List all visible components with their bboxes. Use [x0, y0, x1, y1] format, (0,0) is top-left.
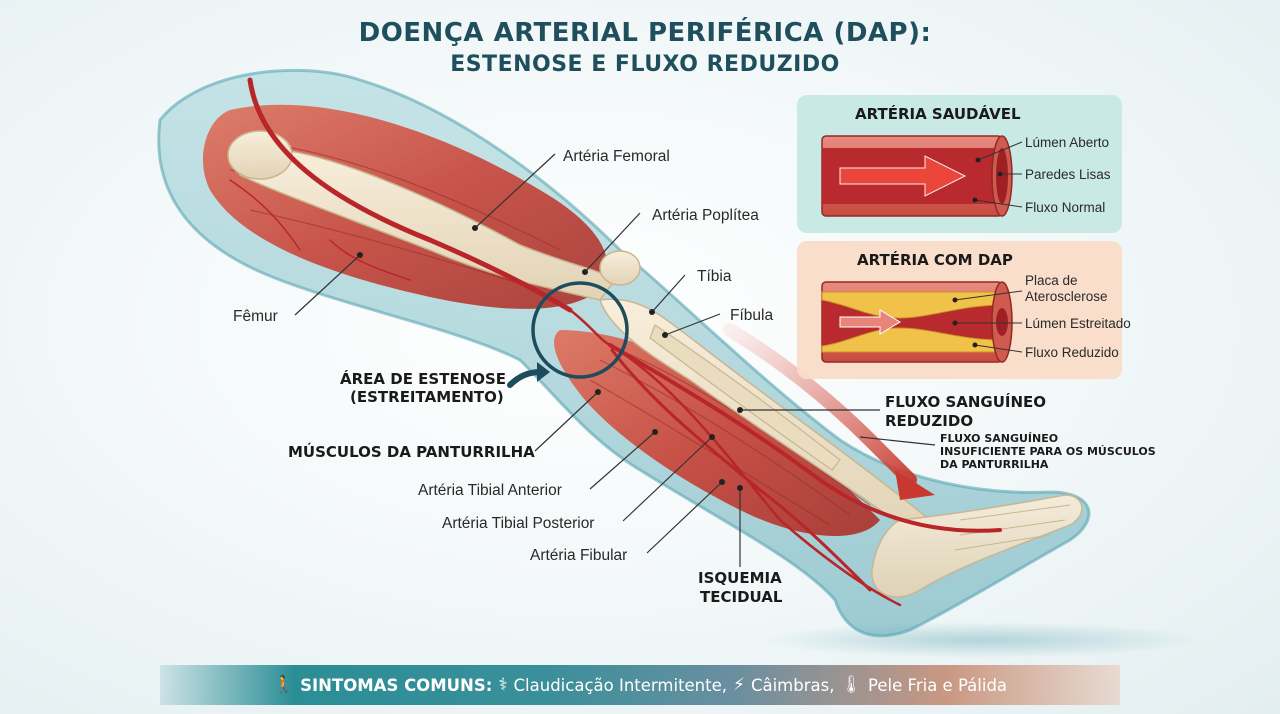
floor-shadow [760, 622, 1200, 658]
lightning-icon: ⚡ [733, 675, 745, 695]
label-arteria-tibial-anterior: Artéria Tibial Anterior [418, 482, 562, 499]
label-arteria-fibular: Artéria Fibular [530, 547, 627, 564]
femur-head [227, 130, 293, 180]
thermometer-icon: 🌡 [840, 675, 863, 695]
healthy-label-fluxo: Fluxo Normal [1025, 200, 1105, 215]
label-arteria-femoral: Artéria Femoral [563, 148, 670, 165]
label-area-estenose: ÁREA DE ESTENOSE [340, 369, 506, 388]
footer-heading: SINTOMAS COMUNS: [300, 675, 493, 695]
label-insuficiente-2: INSUFICIENTE PARA OS MÚSCULOS [940, 445, 1156, 458]
healthy-flow-arrow [839, 155, 967, 197]
stenosis-arrow [507, 369, 543, 388]
dap-plaque-bottom [821, 327, 1003, 353]
label-fibula: Fíbula [730, 307, 773, 324]
label-tecidual: TECIDUAL [700, 588, 783, 606]
dap-label-placa-1: Placa de [1025, 273, 1078, 288]
label-arteria-poplitea: Artéria Poplítea [652, 207, 759, 224]
panel-dap-title: ARTÉRIA COM DAP [857, 250, 1013, 269]
label-insuficiente-3: DA PANTURRILHA [940, 458, 1049, 471]
healthy-label-lumen: Lúmen Aberto [1025, 135, 1109, 150]
symptom-caimbras: Câimbras, [750, 675, 835, 695]
foot-bones [871, 494, 1083, 598]
arteries [229, 77, 1002, 607]
label-isquemia: ISQUEMIA [698, 569, 782, 587]
fibula-bone [649, 324, 841, 471]
dap-flow-arrow [839, 309, 901, 335]
healthy-label-paredes: Paredes Lisas [1025, 167, 1111, 182]
label-reduzido: REDUZIDO [885, 412, 973, 430]
label-estreitamento: (ESTREITAMENTO) [350, 388, 504, 406]
leader-dots [357, 225, 743, 491]
page-title: DOENÇA ARTERIAL PERIFÉRICA (DAP): [358, 18, 932, 48]
stenosis-highlight [531, 281, 629, 379]
patella [599, 250, 641, 286]
reduced-flow-arrow [723, 323, 917, 487]
panel-healthy-title: ARTÉRIA SAUDÁVEL [855, 104, 1021, 123]
dap-label-lumen: Lúmen Estreitado [1025, 316, 1131, 331]
label-musculos-panturrilha: MÚSCULOS DA PANTURRILHA [288, 442, 535, 461]
panel-dap-artery: ARTÉRIA COM DAP Placa de Aterosclerose L… [797, 241, 1131, 379]
label-fluxo-sanguineo: FLUXO SANGUÍNEO [885, 392, 1046, 411]
person-walking-icon: 🚶 [272, 675, 295, 695]
calf-muscle [554, 330, 880, 537]
symptoms-footer: 🚶 SINTOMAS COMUNS: ⚕ Claudicação Intermi… [160, 665, 1120, 705]
leader-lines [294, 153, 936, 567]
page-subtitle: ESTENOSE E FLUXO REDUZIDO [450, 52, 840, 77]
stenosis-arrowhead [537, 362, 550, 382]
label-tibia: Tíbia [697, 268, 732, 285]
dap-label-placa-2: Aterosclerose [1025, 289, 1108, 304]
label-arteria-tibial-posterior: Artéria Tibial Posterior [442, 515, 594, 532]
label-femur: Fêmur [233, 308, 278, 325]
reduced-flow-arrowhead [895, 470, 935, 500]
symptom-claudicacao: Claudicação Intermitente, [513, 675, 728, 695]
leg-pain-icon: ⚕ [498, 675, 508, 695]
dap-label-fluxo: Fluxo Reduzido [1025, 345, 1119, 360]
label-insuficiente-1: FLUXO SANGUÍNEO [940, 432, 1058, 445]
panel-healthy-artery: ARTÉRIA SAUDÁVEL Lúmen Aberto Paredes Li… [797, 95, 1122, 233]
symptom-pele-fria: Pele Fria e Pálida [868, 675, 1008, 695]
